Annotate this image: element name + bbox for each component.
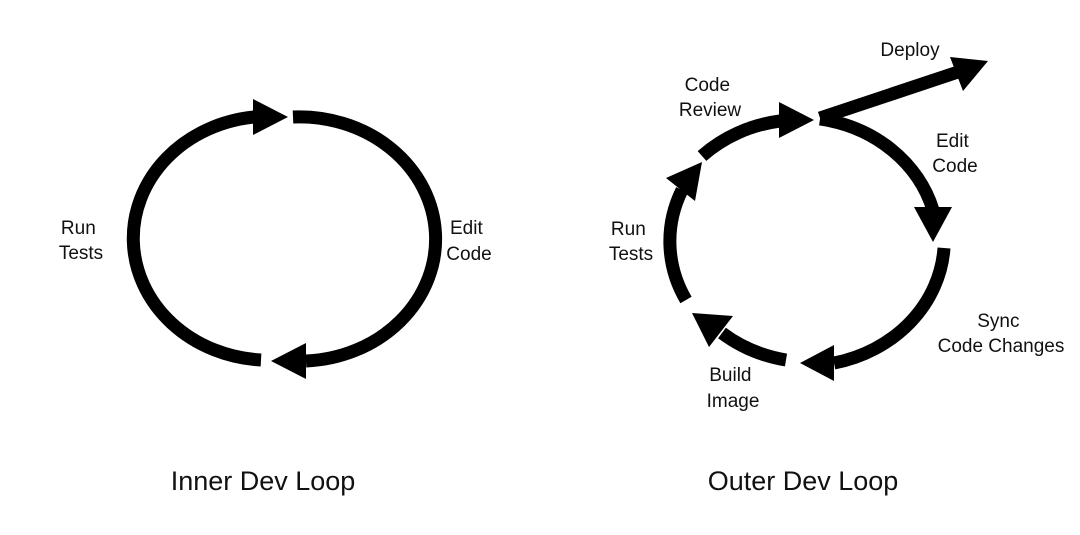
outer-code-review-label-line1: Code xyxy=(685,75,730,96)
outer-run-tests-label-line1: Run xyxy=(611,219,646,240)
inner-run-tests-label-line2: Tests xyxy=(59,243,103,264)
outer-edit-code-label-line1: Edit xyxy=(936,131,969,152)
outer-sync-arrow-shaft xyxy=(832,247,951,370)
outer-build-image-arrow-shaft xyxy=(718,327,788,367)
outer-sync-label-line2: Code Changes xyxy=(938,336,1065,357)
outer-deploy-label: Deploy xyxy=(880,40,940,61)
outer-code-review-label-line2: Review xyxy=(679,100,742,121)
outer-code-review-label: Code Review xyxy=(679,75,742,121)
outer-deploy-arrowhead-icon xyxy=(950,57,988,91)
outer-sync-arrowhead-icon xyxy=(800,345,834,381)
inner-loop: Edit Code Run Tests Inner Dev Loop xyxy=(59,99,492,496)
inner-loop-title: Inner Dev Loop xyxy=(171,466,356,496)
outer-build-image-arrowhead-icon xyxy=(692,313,733,347)
outer-edit-code-label: Edit Code xyxy=(932,131,977,177)
outer-sync-label: Sync Code Changes xyxy=(938,311,1065,357)
outer-build-image-label-line2: Image xyxy=(707,391,760,412)
inner-run-tests-label: Run Tests xyxy=(59,218,103,264)
outer-sync-label-line1: Sync xyxy=(977,311,1019,332)
outer-run-tests-arrow-shaft xyxy=(663,187,692,304)
outer-run-tests-label: Run Tests xyxy=(609,219,653,265)
inner-run-tests-arrow-shaft xyxy=(126,110,262,367)
outer-loop: Deploy Code Review Edit Code Sync Code C… xyxy=(609,40,1065,496)
outer-code-review-arrow-shaft xyxy=(697,114,781,161)
outer-run-tests-label-line2: Tests xyxy=(609,244,653,265)
outer-edit-code-arrowhead-icon xyxy=(914,207,952,242)
inner-run-tests-arrowhead-icon xyxy=(253,99,288,135)
inner-run-tests-label-line1: Run xyxy=(61,218,96,239)
outer-deploy-arrow-shaft xyxy=(817,65,961,125)
outer-run-tests-arrowhead-icon xyxy=(666,162,702,201)
outer-loop-title: Outer Dev Loop xyxy=(708,466,899,496)
outer-build-image-label: Build Image xyxy=(707,365,760,412)
outer-code-review-arrowhead-icon xyxy=(779,102,814,138)
inner-edit-code-arrowhead-icon xyxy=(271,343,306,379)
inner-edit-code-label: Edit Code xyxy=(446,218,491,265)
outer-edit-code-arrow-shaft xyxy=(819,112,940,212)
outer-edit-code-label-line2: Code xyxy=(932,156,977,177)
inner-edit-code-label-line1: Edit xyxy=(450,218,483,239)
inner-edit-code-label-line2: Code xyxy=(446,244,491,265)
outer-build-image-label-line1: Build xyxy=(709,365,751,386)
inner-edit-code-arrow-shaft xyxy=(292,110,443,368)
